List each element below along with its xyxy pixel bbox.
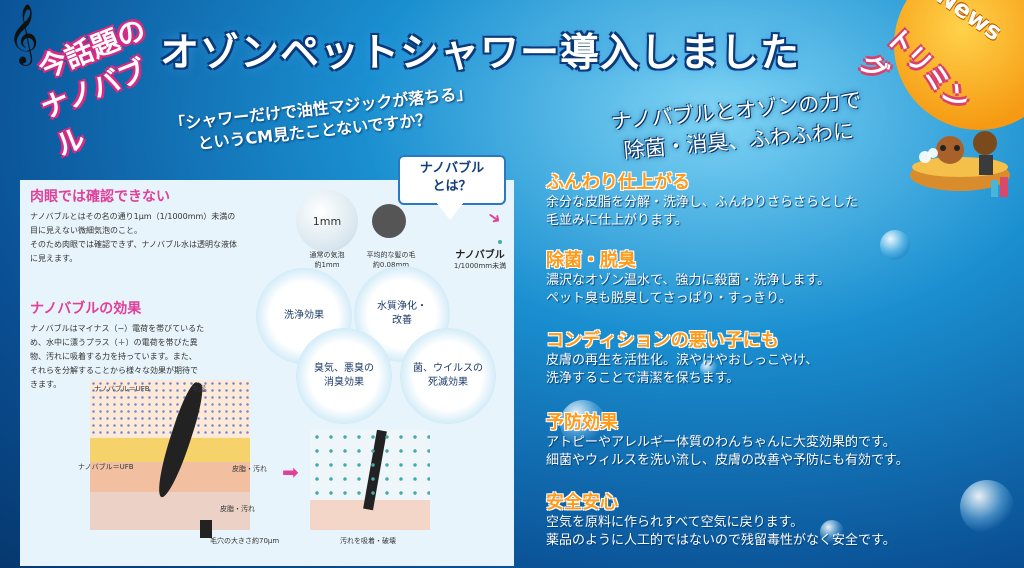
section-heading: コンディションの悪い子にも [546, 330, 779, 351]
heading-invisible: 肉眼では確認できない [30, 189, 170, 205]
bubble-1mm: 1mm [296, 190, 358, 252]
bubble-decoration [820, 520, 844, 544]
section-heading: 予防効果 [546, 412, 618, 433]
body-line: 皮膚の再生を活性化。涙やけやおしっこやけ、 [546, 353, 819, 368]
text-line: ナノバブルとはその名の通り1μm（1/1000mm）未満の [30, 212, 236, 221]
text-line: に見えます。 [30, 254, 78, 263]
caption-line: 約1mm [314, 261, 340, 269]
what-is-nanobubble: ナノバブル とは？ [398, 155, 506, 205]
body-line: 薬品のように人工的ではないので残留毒性がなく安全です。 [546, 533, 896, 548]
section-body: 濃沢なオゾン温水で、強力に殺菌・洗浄します。 ペット臭も脱臭してさっぱり・すっき… [546, 272, 830, 308]
body-line: 細菌やウィルスを洗い流し、皮膚の改善や予防にも有効です。 [546, 453, 909, 468]
body-line: 余分な皮脂を分解・洗浄し、ふんわりさらさらとした [546, 195, 859, 210]
body-line: 毛並みに仕上がります。 [546, 213, 688, 228]
bubble-decoration [560, 400, 606, 446]
section-heading: ふんわり仕上がる [546, 172, 690, 193]
dirt-label-2: 皮脂・汚れ [220, 505, 255, 513]
ufb-label-mid: ナノバブル＝UFB [78, 463, 134, 471]
caption-1mm: 通常の気泡約1mm [296, 250, 358, 270]
music-note-icon: 𝄞 [8, 4, 39, 64]
nanobubble-info-panel: 肉眼では確認できない ナノバブルとはその名の通り1μm（1/1000mm）未満の… [20, 180, 514, 566]
caption-line: 約0.08mm [372, 261, 410, 269]
effect-deodor: 臭気、悪臭の消臭効果 [296, 328, 392, 424]
section-body: 皮膚の再生を活性化。涙やけやおしっこやけ、 洗浄することで清潔を保ちます。 [546, 352, 818, 388]
caption-hair: 平均的な髪の毛約0.08mm [356, 250, 426, 270]
heading-effect: ナノバブルの効果 [30, 301, 142, 317]
bubble-decoration [960, 480, 1014, 534]
section-body: 空気を原料に作られすべて空気に戻ります。 薬品のように人工的ではないので残留毒性… [546, 514, 896, 550]
commercial-quote: 「シャワーだけで油性マジックが落ちる」 というCM見たことないですか？ [169, 82, 476, 158]
page-title: オゾンペットシャワー導入しました [160, 31, 801, 76]
section-heading: 安全安心 [546, 492, 618, 513]
effect-sterilize: 菌、ウイルスの死滅効果 [400, 328, 496, 424]
effect-label: 洗浄効果 [284, 310, 324, 321]
bubble-decoration [700, 360, 718, 378]
body-line: アトピーやアレルギー体質のわんちゃんに大変効果的です。 [546, 435, 896, 450]
section-condition: コンディションの悪い子にも 皮膚の再生を活性化。涙やけやおしっこやけ、 洗浄する… [546, 326, 818, 388]
section-prevention: 予防効果 アトピーやアレルギー体質のわんちゃんに大変効果的です。 細菌やウィルス… [546, 408, 909, 470]
text-line: それらを分解することから様々な効果が期待で [30, 366, 198, 375]
caption-line: 通常の気泡 [309, 251, 345, 259]
text-invisible: ナノバブルとはその名の通り1μm（1/1000mm）未満の 目に見えない微細気泡… [30, 210, 310, 266]
effect-label: 水質浄化・改善 [377, 301, 427, 326]
nano-dot [498, 240, 502, 244]
after-diagram [310, 430, 430, 530]
dirt-label-1: 皮脂・汚れ [232, 465, 267, 473]
hair-label: 毛髪 [192, 385, 206, 393]
body-line: 濃沢なオゾン温水で、強力に殺菌・洗浄します。 [546, 273, 831, 288]
skin-diagram [90, 380, 250, 530]
effect-label: 菌、ウイルスの死滅効果 [413, 363, 483, 388]
effect-label: 臭気、悪臭の消臭効果 [314, 363, 374, 388]
text-line: ナノバブルはマイナス（−）電荷を帯びているた [30, 324, 205, 333]
ufb-label-top: ナノバブル＝UFB [94, 385, 150, 393]
section-safety: 安全安心 空気を原料に作られすべて空気に戻ります。 薬品のように人工的ではないの… [546, 488, 896, 550]
section-fluffy: ふんわり仕上がる 余分な皮脂を分解・洗浄し、ふんわりさらさらとした 毛並みに仕上… [546, 168, 858, 230]
caption-line: 1/1000mm未満 [453, 262, 507, 270]
hair-cross-section [372, 204, 406, 238]
section-body: アトピーやアレルギー体質のわんちゃんに大変効果的です。 細菌やウィルスを洗い流し… [546, 434, 909, 470]
dog-bath-illustration [910, 131, 1010, 197]
section-heading: 除菌・脱臭 [546, 250, 636, 271]
text-line: め、水中に漂うプラス（＋）の電荷を帯びた異 [30, 338, 198, 347]
after-caption: 汚れを吸着・破壊 [340, 537, 396, 545]
body-line: 洗浄することで清潔を保ちます。 [546, 371, 740, 386]
bubble-decoration [880, 230, 910, 260]
arrow-right-icon: ➡ [282, 460, 299, 484]
what-line1: ナノバブル [419, 161, 485, 176]
what-line2: とは？ [432, 179, 472, 194]
text-line: 目に見えない微細気泡のこと。 [30, 226, 142, 235]
caption-line: ナノバブル [455, 250, 505, 261]
text-line: そのため肉眼では確認できず、ナノバブル水は透明な液体 [30, 240, 238, 249]
catch-copy: ナノバブルとオゾンの力で 除菌・消臭、ふわふわに [610, 85, 865, 167]
caption-line: 平均的な髪の毛 [366, 251, 416, 259]
pore-size-label: 毛穴の大きさ約70μm [210, 537, 280, 545]
text-line: 物、汚れに吸着する力を持っています。また、 [30, 352, 197, 361]
caption-nano: ナノバブル 1/1000mm未満 [445, 246, 515, 271]
section-body: 余分な皮脂を分解・洗浄し、ふんわりさらさらとした 毛並みに仕上がります。 [546, 194, 858, 230]
body-line: ペット臭も脱臭してさっぱり・すっきり。 [546, 291, 792, 306]
pore-marker [200, 520, 212, 538]
text-line: きます。 [30, 380, 62, 389]
down-arrow-icon [436, 202, 464, 220]
size-label: 1mm [312, 214, 342, 228]
section-sterilize: 除菌・脱臭 濃沢なオゾン温水で、強力に殺菌・洗浄します。 ペット臭も脱臭してさっ… [546, 246, 830, 308]
text-effect: ナノバブルはマイナス（−）電荷を帯びているた め、水中に漂うプラス（＋）の電荷を… [30, 322, 240, 392]
body-line: 空気を原料に作られすべて空気に戻ります。 [546, 515, 804, 530]
